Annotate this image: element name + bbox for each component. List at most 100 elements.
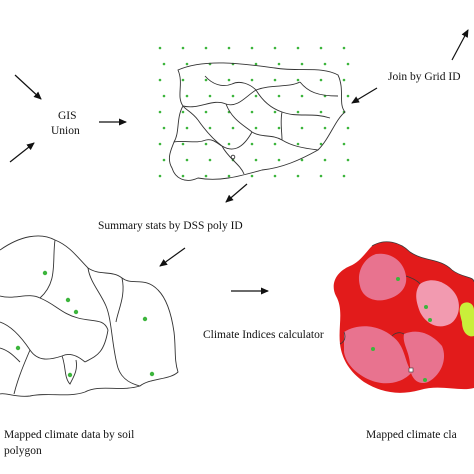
soil-map-outline [0, 235, 179, 397]
grid-point [319, 46, 323, 50]
soil-centroid-point [142, 316, 148, 322]
grid-point [181, 174, 185, 178]
class-boundary [405, 275, 421, 285]
soil-internal-line [39, 239, 56, 299]
grid-point [250, 142, 254, 146]
union-internal-line [280, 111, 283, 141]
grid-point [204, 78, 208, 82]
grid-point [185, 158, 189, 162]
union-internal-line [221, 145, 245, 175]
class-region-pink [358, 253, 407, 301]
grid-point [162, 62, 166, 66]
grid-point [204, 142, 208, 146]
grid-point [342, 78, 346, 82]
union-internal-line [225, 103, 319, 151]
grid-point [254, 94, 258, 98]
grid-point [181, 142, 185, 146]
grid-point [277, 158, 281, 162]
soil-polygon-map [0, 235, 179, 397]
class-region-pink [344, 326, 412, 384]
grid-point [227, 78, 231, 82]
class-boundaries [339, 241, 474, 345]
grid-point [204, 110, 208, 114]
class-centroid-point [371, 347, 375, 351]
soil-internal-line [87, 267, 141, 387]
join-by-grid-label: Join by Grid ID [388, 71, 461, 83]
grid-point [277, 94, 281, 98]
grid-point [227, 142, 231, 146]
union-internal-line [182, 81, 301, 108]
grid-point [181, 78, 185, 82]
union-internal-line [299, 81, 339, 97]
grid-point [158, 46, 162, 50]
mapped-soil-label-2: polygon [4, 445, 42, 457]
union-internal-line [204, 75, 257, 91]
class-centroid-point [424, 305, 428, 309]
class-region-lime [459, 302, 474, 337]
grid-point [254, 62, 258, 66]
grid-point [277, 126, 281, 130]
soil-centroid-point [149, 371, 155, 377]
arrow-in-upper [14, 74, 42, 100]
arrow-join-to-map [351, 87, 378, 104]
union-internal-line [182, 105, 199, 121]
grid-point [342, 46, 346, 50]
class-centroid-point [423, 378, 427, 382]
grid-point [300, 158, 304, 162]
grid-point [250, 110, 254, 114]
grid-point [342, 142, 346, 146]
climate-indices-label: Climate Indices calculator [203, 329, 324, 341]
class-boundary [391, 332, 405, 337]
grid-point [273, 142, 277, 146]
grid-point [185, 62, 189, 66]
grid-point [158, 174, 162, 178]
grid-point [296, 110, 300, 114]
soil-internal-line [0, 321, 86, 363]
union-map [158, 46, 350, 181]
arrow-map-to-summary [225, 183, 248, 203]
mapped-soil-label-1: Mapped climate data by soil [4, 429, 134, 441]
grid-point [158, 78, 162, 82]
grid-point [162, 158, 166, 162]
grid-point [346, 158, 350, 162]
union-map-outline [169, 62, 346, 181]
grid-point [277, 62, 281, 66]
arrow-summary-to-soil-map [159, 247, 186, 267]
grid-point [273, 46, 277, 50]
grid-point [250, 174, 254, 178]
grid-point [300, 126, 304, 130]
class-small-patch [408, 367, 414, 373]
grid-point [300, 94, 304, 98]
grid-point [346, 126, 350, 130]
grid-point [208, 158, 212, 162]
grid-point [323, 126, 327, 130]
grid-point [346, 94, 350, 98]
grid-point [185, 126, 189, 130]
soil-centroid-point [73, 309, 79, 315]
grid-point [319, 174, 323, 178]
grid-point [185, 94, 189, 98]
class-boundary [339, 331, 346, 345]
grid-point [273, 110, 277, 114]
grid-point [296, 78, 300, 82]
class-boundary [371, 241, 474, 283]
soil-internal-line [0, 347, 21, 363]
grid-point [323, 158, 327, 162]
grid-point [250, 78, 254, 82]
grid-point [296, 174, 300, 178]
grid-point [204, 46, 208, 50]
grid-point [346, 62, 350, 66]
grid-point [162, 126, 166, 130]
grid-point [296, 142, 300, 146]
soil-internal-line [115, 277, 124, 323]
gis-union-label-1: GIS [58, 110, 77, 122]
grid-point [162, 94, 166, 98]
grid-point [250, 46, 254, 50]
grid-point [231, 94, 235, 98]
class-centroid-point [428, 318, 432, 322]
grid-point [254, 158, 258, 162]
grid-point [296, 46, 300, 50]
grid-point [227, 46, 231, 50]
grid-point [319, 78, 323, 82]
grid-point [300, 62, 304, 66]
